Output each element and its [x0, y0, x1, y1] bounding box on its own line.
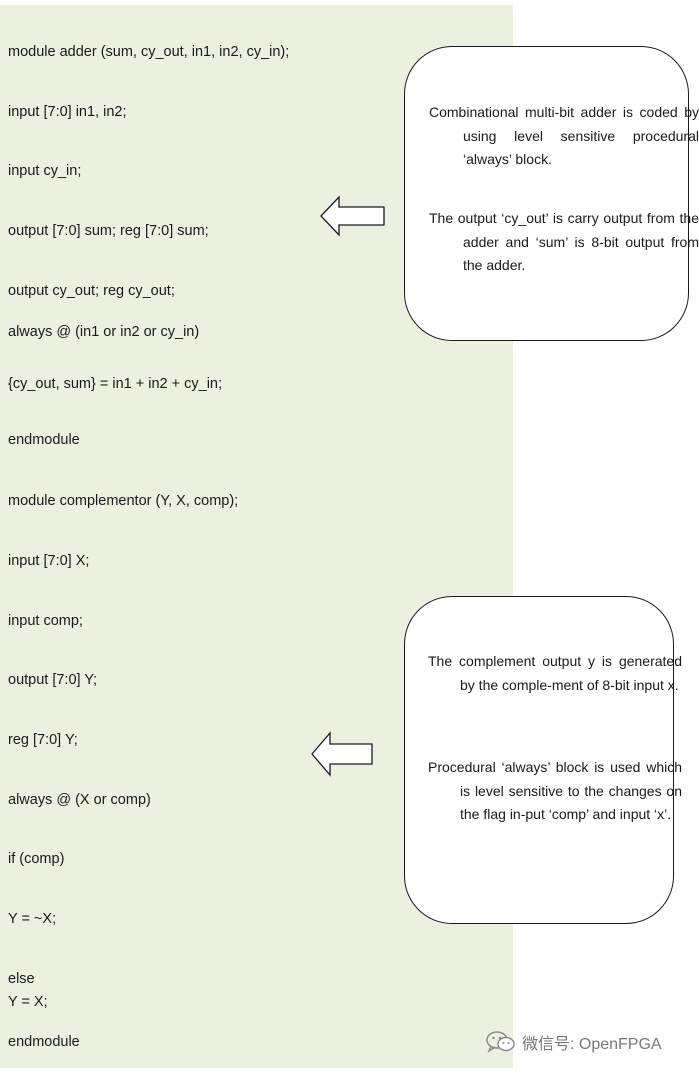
code-line: input [7:0] in1, in2;: [8, 104, 127, 120]
code-line: module complementor (Y, X, comp);: [8, 493, 239, 509]
code-line: always @ (X or comp): [8, 792, 151, 808]
code-line: input [7:0] X;: [8, 553, 90, 569]
code-line: module adder (sum, cy_out, in1, in2, cy_…: [8, 44, 290, 60]
callout-adder-paragraph-1: Combinational multi-bit adder is coded b…: [429, 104, 699, 167]
callout-complementor-paragraph-1: The complement output y is generated by …: [428, 653, 682, 693]
code-line: {cy_out, sum} = in1 + in2 + cy_in;: [8, 376, 223, 392]
wechat-icon: [486, 1031, 515, 1053]
code-line: reg [7:0] Y;: [8, 732, 78, 748]
callout-complementor: The complement output y is generated by …: [404, 596, 682, 924]
code-line: input comp;: [8, 613, 83, 629]
watermark: 微信号: OpenFPGA: [486, 1030, 662, 1054]
code-line: endmodule: [8, 432, 80, 448]
arrow-left-icon: [320, 195, 385, 237]
code-line: input cy_in;: [8, 163, 82, 179]
code-line: else: [8, 971, 35, 987]
code-line: output [7:0] Y;: [8, 672, 98, 688]
code-line: output [7:0] sum; reg [7:0] sum;: [8, 223, 209, 239]
code-line: endmodule: [8, 1034, 80, 1050]
code-line: always @ (in1 or in2 or cy_in): [8, 324, 200, 340]
code-line: output cy_out; reg cy_out;: [8, 283, 175, 299]
arrow-left-icon: [311, 731, 373, 777]
code-line: if (comp): [8, 851, 65, 867]
code-line: Y = ~X;: [8, 911, 57, 927]
callout-adder: Combinational multi-bit adder is coded b…: [404, 46, 699, 341]
code-line: Y = X;: [8, 994, 48, 1010]
callout-adder-paragraph-2: The output ‘cy_out’ is carry output from…: [429, 210, 699, 273]
watermark-text: 微信号: OpenFPGA: [522, 1036, 662, 1053]
callout-complementor-paragraph-2: Procedural ‘always’ block is used which …: [428, 759, 682, 822]
